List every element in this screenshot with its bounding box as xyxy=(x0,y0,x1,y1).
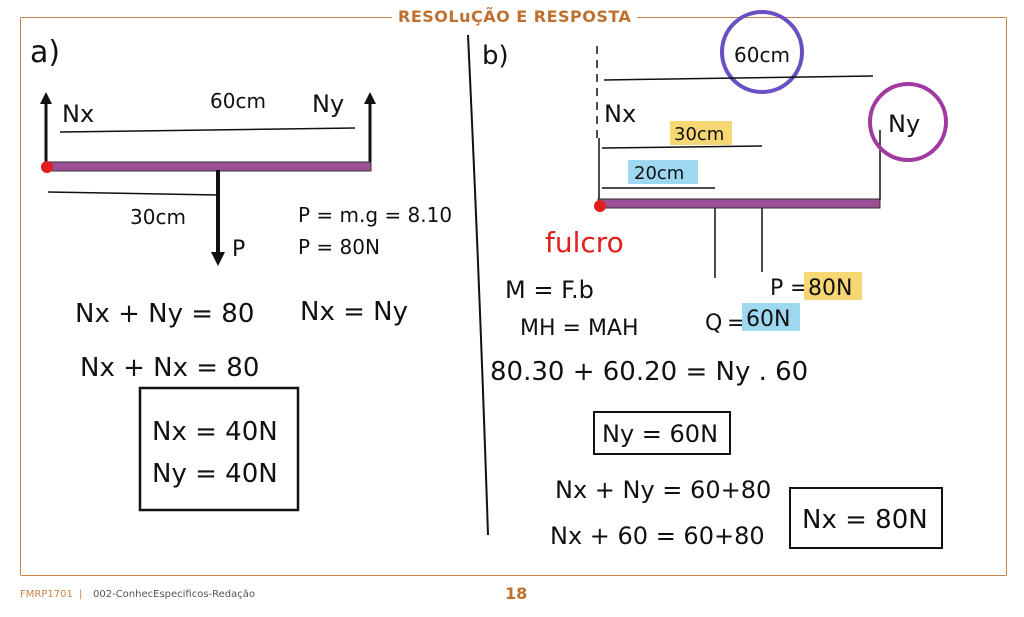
b-p-label: P xyxy=(770,276,783,301)
half-dimension xyxy=(47,191,219,196)
length-dimension xyxy=(59,127,356,133)
b-length-label: 60cm xyxy=(734,43,790,67)
half-label: 30cm xyxy=(130,205,186,229)
d20-label: 20cm xyxy=(634,163,684,184)
pivot-point xyxy=(41,161,53,173)
highlight-circle-ny xyxy=(868,82,948,162)
d30-label: 30cm xyxy=(674,124,724,145)
fulcrum-label: fulcro xyxy=(545,226,624,259)
moment-equation: 80.30 + 60.20 = Ny . 60 xyxy=(490,357,808,387)
highlight-20cm xyxy=(628,160,698,184)
eq-equal: Nx = Ny xyxy=(300,297,408,327)
b-length-dimension xyxy=(603,75,874,81)
moment-formula: M = F.b xyxy=(505,276,594,304)
divider xyxy=(467,34,489,536)
b-eq-substituted: Nx + 60 = 60+80 xyxy=(550,522,765,550)
p-label: P xyxy=(232,237,245,262)
page-number: 18 xyxy=(505,584,528,603)
b-nx-label: Nx xyxy=(604,100,636,128)
result-ny: Ny = 40N xyxy=(152,459,278,489)
eq-sum: Nx + Ny = 80 xyxy=(75,299,254,329)
moment-balance: MH = MAH xyxy=(520,316,639,341)
q-equals: = xyxy=(727,311,745,336)
length-label: 60cm xyxy=(210,89,266,113)
nx-arrowhead-icon xyxy=(40,92,52,104)
highlight-30cm xyxy=(670,121,732,145)
weight-eq2: P = 80N xyxy=(298,235,380,259)
b-q-label: Q xyxy=(705,311,722,336)
beam xyxy=(45,161,372,172)
weight-eq1: P = m.g = 8.10 xyxy=(298,203,452,227)
b-ny-label: Ny xyxy=(888,110,920,138)
eq-substituted: Nx + Nx = 80 xyxy=(80,353,259,383)
result-box-ny xyxy=(593,411,731,455)
footer-code: FMRP1701 xyxy=(20,589,73,600)
ny-label: Ny xyxy=(312,90,344,118)
result-box-nx xyxy=(789,487,943,549)
highlight-circle-length xyxy=(720,10,804,94)
result-box-a xyxy=(138,386,300,512)
q-value: 60N xyxy=(746,307,790,332)
b-result-ny: Ny = 60N xyxy=(602,420,718,448)
highlight-p-value xyxy=(804,272,862,300)
nx-label: Nx xyxy=(62,100,94,128)
part-b-label: b) xyxy=(482,41,509,71)
b-result-nx: Nx = 80N xyxy=(802,505,928,535)
part-a-label: a) xyxy=(30,35,60,70)
highlight-q-value xyxy=(742,303,800,331)
b-beam xyxy=(597,198,881,209)
ny-arrowhead-icon xyxy=(364,92,376,104)
footer-separator: | xyxy=(79,589,83,600)
weight-arrowhead-icon xyxy=(211,252,225,266)
b-pivot-point xyxy=(594,200,606,212)
d30-dimension xyxy=(601,145,763,149)
p-value: 80N xyxy=(808,276,852,301)
p-equals: = xyxy=(790,276,808,301)
footer-course: 002-ConhecEspecificos-Redação xyxy=(93,589,256,600)
section-title: RESOLuÇÃO E RESPOSTA xyxy=(392,7,638,26)
result-nx: Nx = 40N xyxy=(152,417,278,447)
b-eq-sum: Nx + Ny = 60+80 xyxy=(555,476,771,504)
